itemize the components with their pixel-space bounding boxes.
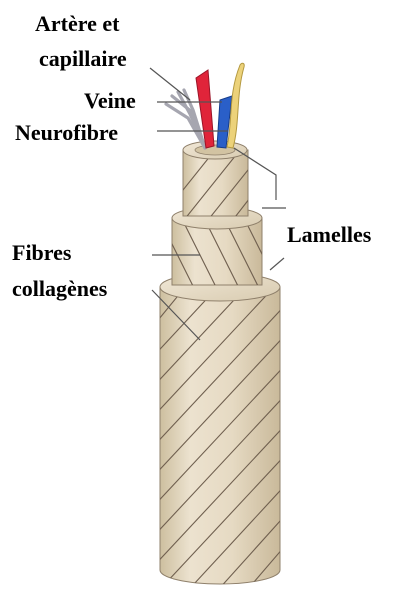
artery-label-line1: Artère et bbox=[35, 11, 120, 36]
nerve-label: Neurofibre bbox=[15, 120, 118, 145]
lamellae-leader-low bbox=[270, 258, 284, 270]
vein-label: Veine bbox=[84, 88, 136, 113]
artery-leader bbox=[150, 68, 190, 100]
lamellae-label: Lamelles bbox=[287, 222, 372, 247]
fibers-label-line2: collagènes bbox=[12, 276, 108, 301]
artery-label-line2: capillaire bbox=[39, 46, 127, 71]
fibers-label-line1: Fibres bbox=[12, 240, 72, 265]
